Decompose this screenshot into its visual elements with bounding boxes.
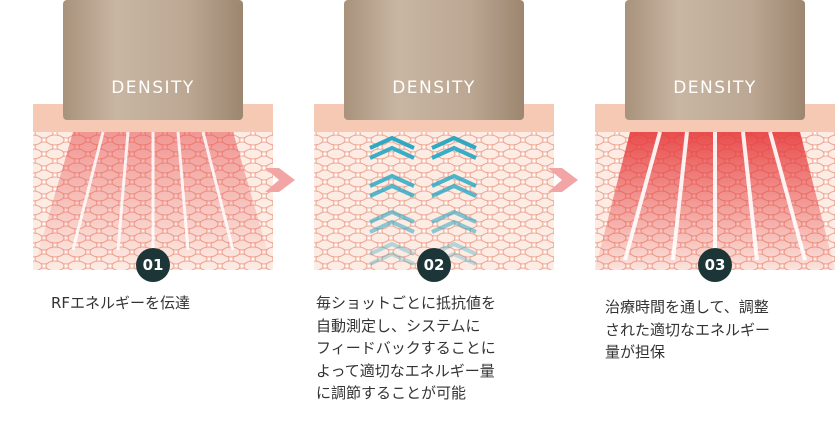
step-number-badge: 01	[136, 248, 170, 282]
step-panel-3: DENSITY 03	[595, 0, 835, 285]
step-number-badge: 02	[417, 248, 451, 282]
step-panel-2: DENSITY 02	[314, 0, 554, 285]
device-label: DENSITY	[673, 78, 757, 98]
device-label: DENSITY	[392, 78, 476, 98]
skin-illustration-2	[314, 0, 554, 270]
step-caption-2: 毎ショットごとに抵抗値を 自動測定し、システムに フィードバックすることに よっ…	[316, 294, 497, 402]
feedback-chevrons	[369, 135, 477, 266]
step-caption-3: 治療時間を通して、調整 された適切なエネルギー 量が担保	[605, 298, 771, 361]
skin-illustration-1	[33, 0, 273, 270]
density-device	[344, 0, 524, 120]
chevron-right-icon	[265, 168, 295, 192]
density-device	[625, 0, 805, 120]
chevron-right-icon	[548, 168, 578, 192]
device-label: DENSITY	[111, 78, 195, 98]
step-caption-1: RFエネルギーを伝達	[51, 294, 191, 312]
density-device	[63, 0, 243, 120]
skin-illustration-3	[595, 0, 835, 270]
step-panel-1: DENSITY 01	[33, 0, 273, 285]
step-number-badge: 03	[698, 248, 732, 282]
